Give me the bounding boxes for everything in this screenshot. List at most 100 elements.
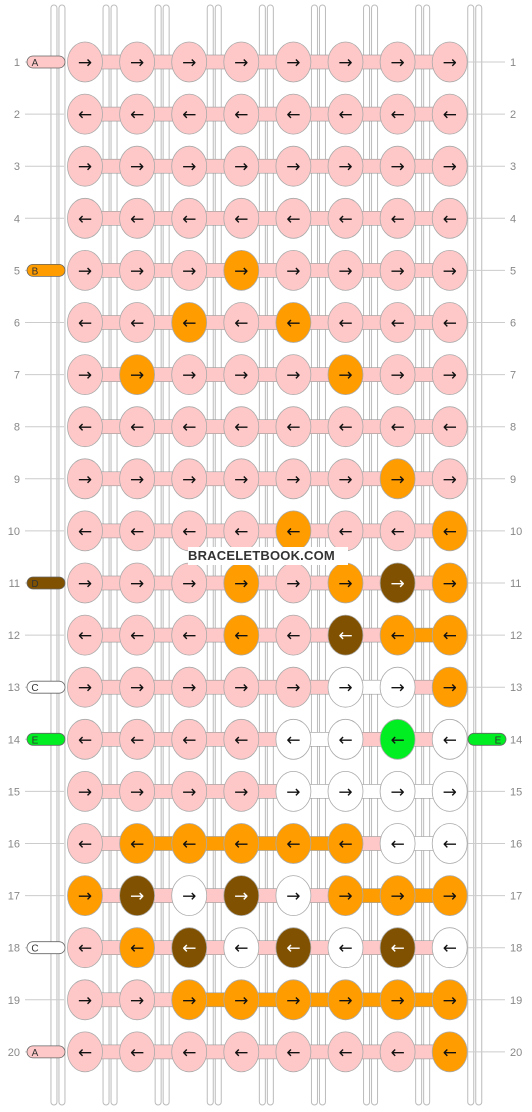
knot[interactable]: ← <box>431 823 468 864</box>
knot[interactable]: ← <box>379 510 416 552</box>
knot[interactable]: → <box>379 666 416 708</box>
knot[interactable]: ← <box>67 510 103 552</box>
knot[interactable]: → <box>431 458 468 500</box>
knot[interactable]: → <box>327 979 364 1021</box>
knot[interactable]: ← <box>223 718 260 760</box>
knot[interactable]: ← <box>327 406 364 448</box>
knot[interactable]: ← <box>67 406 103 448</box>
knot[interactable]: → <box>327 875 364 916</box>
knot[interactable]: → <box>327 562 364 604</box>
knot[interactable]: → <box>223 458 260 500</box>
knot[interactable]: → <box>275 458 312 500</box>
knot[interactable]: ← <box>67 614 103 656</box>
knot[interactable]: ← <box>119 302 156 343</box>
knot[interactable]: ← <box>379 197 416 239</box>
knot[interactable]: → <box>431 562 468 604</box>
knot[interactable]: → <box>379 771 416 812</box>
knot[interactable]: → <box>431 354 468 396</box>
knot[interactable]: → <box>275 41 312 83</box>
knot[interactable]: ← <box>327 1031 364 1073</box>
knot[interactable]: → <box>379 354 416 396</box>
knot[interactable]: → <box>327 666 364 708</box>
knot[interactable]: ← <box>275 510 312 552</box>
knot[interactable]: ← <box>379 823 416 864</box>
knot[interactable]: ← <box>431 718 468 760</box>
knot[interactable]: ← <box>327 93 364 135</box>
knot[interactable]: → <box>223 875 260 916</box>
knot[interactable]: → <box>223 249 260 291</box>
knot[interactable]: → <box>223 41 260 83</box>
knot[interactable]: → <box>119 354 156 396</box>
knot[interactable]: → <box>119 458 156 500</box>
knot[interactable]: ← <box>379 93 416 135</box>
knot[interactable]: → <box>431 771 468 812</box>
knot[interactable]: → <box>275 354 312 396</box>
knot[interactable]: ← <box>431 510 468 552</box>
knot[interactable]: ← <box>223 93 260 135</box>
knot[interactable]: ← <box>119 93 156 135</box>
knot[interactable]: → <box>171 771 208 812</box>
knot[interactable]: ← <box>275 823 312 864</box>
knot[interactable]: ← <box>67 302 103 343</box>
knot[interactable]: → <box>67 562 103 604</box>
knot[interactable]: → <box>119 666 156 708</box>
knot[interactable]: → <box>119 875 156 916</box>
knot[interactable]: → <box>119 562 156 604</box>
knot[interactable]: ← <box>67 93 103 135</box>
knot[interactable]: → <box>67 875 103 916</box>
knot[interactable]: ← <box>431 614 468 656</box>
knot[interactable]: → <box>67 41 103 83</box>
knot[interactable]: ← <box>431 927 468 969</box>
knot[interactable]: → <box>327 145 364 187</box>
knot[interactable]: ← <box>327 823 364 864</box>
knot[interactable]: → <box>171 41 208 83</box>
knot[interactable]: ← <box>223 614 260 656</box>
knot[interactable]: ← <box>119 927 156 969</box>
knot[interactable]: ← <box>431 406 468 448</box>
knot[interactable]: ← <box>171 823 208 864</box>
knot[interactable]: ← <box>171 302 208 343</box>
knot[interactable]: ← <box>171 927 208 969</box>
knot[interactable]: → <box>379 145 416 187</box>
knot[interactable]: → <box>223 979 260 1021</box>
knot[interactable]: → <box>67 145 103 187</box>
knot[interactable]: ← <box>119 197 156 239</box>
knot[interactable]: ← <box>171 510 208 552</box>
knot[interactable]: ← <box>327 927 364 969</box>
knot[interactable]: ← <box>67 1031 103 1073</box>
knot[interactable]: → <box>171 354 208 396</box>
knot[interactable]: → <box>171 875 208 916</box>
knot[interactable]: ← <box>223 302 260 343</box>
knot[interactable]: ← <box>275 927 312 969</box>
knot[interactable]: → <box>223 354 260 396</box>
knot[interactable]: → <box>67 354 103 396</box>
knot[interactable]: ← <box>275 197 312 239</box>
knot[interactable]: → <box>119 249 156 291</box>
knot[interactable]: ← <box>223 510 260 552</box>
knot[interactable]: → <box>171 562 208 604</box>
knot[interactable]: → <box>119 771 156 812</box>
knot[interactable]: → <box>431 41 468 83</box>
knot[interactable]: ← <box>119 1031 156 1073</box>
knot[interactable]: → <box>275 771 312 812</box>
knot[interactable]: ← <box>379 302 416 343</box>
knot[interactable]: ← <box>119 823 156 864</box>
knot[interactable]: → <box>275 666 312 708</box>
knot[interactable]: ← <box>223 823 260 864</box>
knot[interactable]: ← <box>327 718 364 760</box>
knot[interactable]: ← <box>119 718 156 760</box>
knot[interactable]: → <box>327 354 364 396</box>
knot[interactable]: ← <box>171 1031 208 1073</box>
knot[interactable]: → <box>275 249 312 291</box>
knot[interactable]: → <box>275 562 312 604</box>
knot[interactable]: → <box>67 458 103 500</box>
knot[interactable]: → <box>67 771 103 812</box>
knot[interactable]: ← <box>275 93 312 135</box>
knot[interactable]: → <box>119 41 156 83</box>
knot[interactable]: → <box>171 666 208 708</box>
knot[interactable]: → <box>223 771 260 812</box>
knot[interactable]: ← <box>223 197 260 239</box>
knot[interactable]: ← <box>67 197 103 239</box>
knot[interactable]: ← <box>275 718 312 760</box>
knot[interactable]: → <box>119 145 156 187</box>
